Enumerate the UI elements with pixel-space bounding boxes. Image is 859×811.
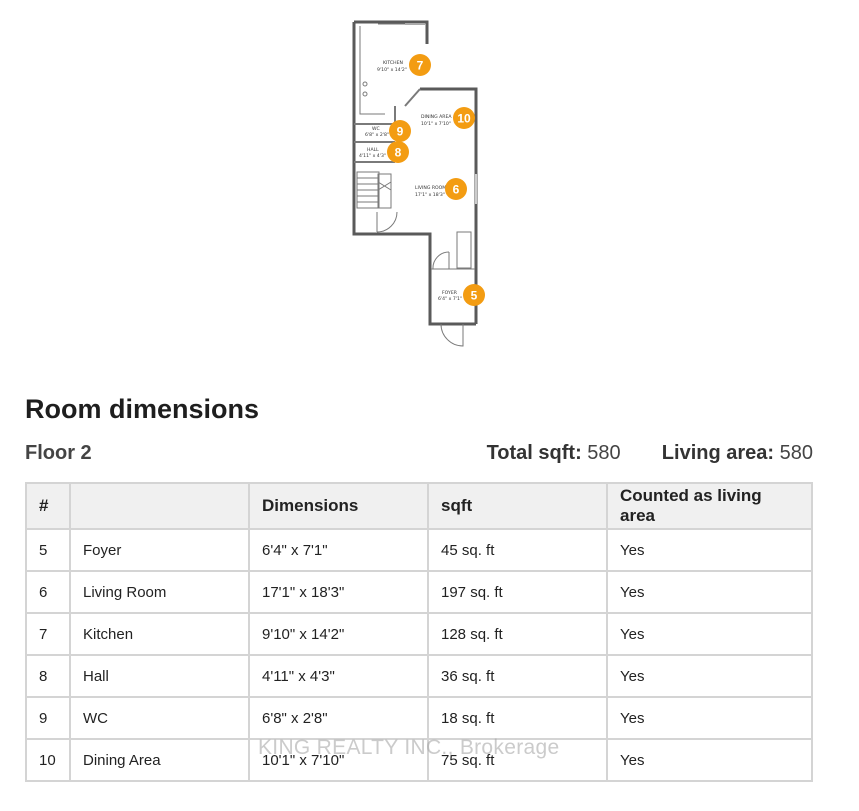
cell-number: 6 — [25, 570, 71, 614]
room-marker-number: 5 — [471, 289, 478, 303]
section-title: Room dimensions — [25, 394, 260, 424]
room-dims-hall: 4'11" x 4'3" — [359, 153, 386, 159]
cell-room-name: Living Room — [69, 570, 250, 614]
cell-number: 7 — [25, 612, 71, 656]
room-label-foyer: FOYER — [442, 290, 458, 296]
col-header-name — [69, 482, 250, 530]
cell-number: 10 — [25, 738, 71, 782]
col-header-dimensions: Dimensions — [248, 482, 429, 530]
room-label-wc: WC — [372, 126, 380, 132]
room-marker-9[interactable]: 9 — [389, 120, 411, 142]
col-header-number: # — [25, 482, 71, 530]
cell-room-name: Kitchen — [69, 612, 250, 656]
cell-sqft: 75 sq. ft — [427, 738, 608, 782]
room-marker-5[interactable]: 5 — [463, 284, 485, 306]
cell-sqft: 18 sq. ft — [427, 696, 608, 740]
room-marker-7[interactable]: 7 — [409, 54, 431, 76]
wall — [354, 20, 429, 44]
kitchen-counter — [359, 26, 385, 115]
cell-sqft: 45 sq. ft — [427, 528, 608, 572]
cell-room-name: Foyer — [69, 528, 250, 572]
room-label-dining: DINING AREA — [421, 114, 452, 120]
cell-room-name: Hall — [69, 654, 250, 698]
room-dims-kitchen: 9'10" x 14'2" — [377, 67, 407, 73]
cell-room-name: WC — [69, 696, 250, 740]
room-marker-number: 9 — [397, 125, 404, 139]
table-row: 7 Kitchen 9'10" x 14'2" 128 sq. ft Yes — [25, 612, 813, 656]
room-marker-number: 10 — [457, 112, 471, 126]
room-label-living: LIVING ROOM — [415, 185, 446, 191]
cell-number: 9 — [25, 696, 71, 740]
cell-living-area: Yes — [606, 612, 813, 656]
living-area-value: 580 — [779, 442, 813, 464]
cell-dimensions: 4'11" x 4'3" — [248, 654, 429, 698]
room-label-hall: HALL — [367, 147, 379, 153]
total-sqft-value: 580 — [587, 442, 621, 464]
room-marker-8[interactable]: 8 — [387, 141, 409, 163]
floor-plan-drawing: KITCHEN 9'10" x 14'2" DINING AREA 10'1" … — [352, 20, 485, 347]
room-dims-wc: 6'8" x 2'8" — [365, 132, 389, 138]
cell-living-area: Yes — [606, 528, 813, 572]
table-header-row: # Dimensions sqft Counted as living area — [25, 482, 813, 530]
col-header-living-area: Counted as living area — [606, 482, 813, 530]
cell-sqft: 128 sq. ft — [427, 612, 608, 656]
cell-number: 5 — [25, 528, 71, 572]
living-area-label: Living area: — [661, 442, 775, 464]
cell-dimensions: 17'1" x 18'3" — [248, 570, 429, 614]
cell-sqft: 197 sq. ft — [427, 570, 608, 614]
cell-room-name: Dining Area — [69, 738, 250, 782]
cell-number: 8 — [25, 654, 71, 698]
cell-dimensions: 9'10" x 14'2" — [248, 612, 429, 656]
cell-living-area: Yes — [606, 570, 813, 614]
cell-dimensions: 6'4" x 7'1" — [248, 528, 429, 572]
floor-label: Floor 2 — [25, 442, 92, 464]
table-row: 8 Hall 4'11" x 4'3" 36 sq. ft Yes — [25, 654, 813, 698]
cell-living-area: Yes — [606, 738, 813, 782]
total-sqft-label: Total sqft: — [486, 442, 582, 464]
room-marker-number: 7 — [417, 59, 424, 73]
room-marker-number: 8 — [395, 146, 402, 160]
floor-plan: KITCHEN 9'10" x 14'2" DINING AREA 10'1" … — [345, 14, 485, 354]
table-row: 5 Foyer 6'4" x 7'1" 45 sq. ft Yes — [25, 528, 813, 572]
room-dims-living: 17'1" x 18'3" — [415, 192, 445, 198]
cell-living-area: Yes — [606, 654, 813, 698]
cell-living-area: Yes — [606, 696, 813, 740]
room-dims-dining: 10'1" x 7'10" — [421, 121, 451, 127]
cell-dimensions: 6'8" x 2'8" — [248, 696, 429, 740]
table-row: 9 WC 6'8" x 2'8" 18 sq. ft Yes — [25, 696, 813, 740]
floor-summary: Floor 2 Total sqft: 580 Living area: 580 — [25, 442, 813, 470]
table-row: 6 Living Room 17'1" x 18'3" 197 sq. ft Y… — [25, 570, 813, 614]
cell-dimensions: 10'1" x 7'10" — [248, 738, 429, 782]
room-marker-10[interactable]: 10 — [453, 107, 475, 129]
floor-totals: Total sqft: 580 Living area: 580 — [487, 442, 813, 465]
room-dimensions-table: # Dimensions sqft Counted as living area… — [25, 482, 813, 782]
room-dims-foyer: 6'4" x 7'1" — [438, 296, 462, 302]
room-marker-number: 6 — [453, 183, 460, 197]
room-marker-6[interactable]: 6 — [445, 178, 467, 200]
col-header-sqft: sqft — [427, 482, 608, 530]
cell-sqft: 36 sq. ft — [427, 654, 608, 698]
wall — [420, 87, 478, 324]
room-label-kitchen: KITCHEN — [383, 60, 403, 66]
table-row: 10 Dining Area 10'1" x 7'10" 75 sq. ft Y… — [25, 738, 813, 782]
